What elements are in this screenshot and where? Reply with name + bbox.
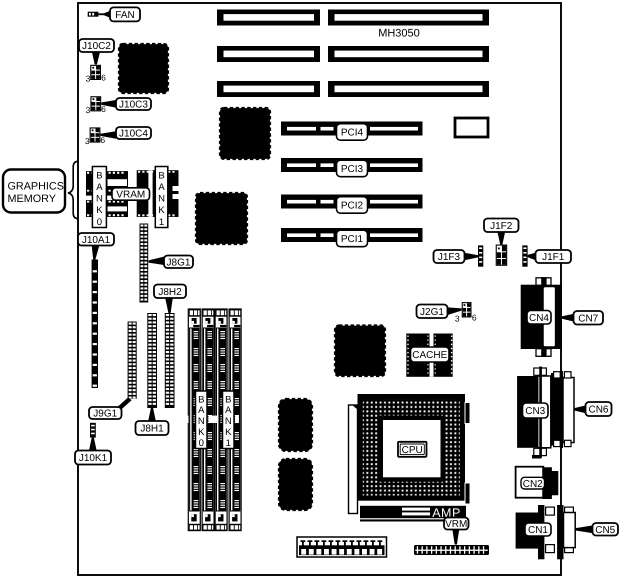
- svg-text:PCI2: PCI2: [341, 201, 364, 212]
- svg-text:CPU: CPU: [402, 445, 423, 456]
- svg-text:CN2: CN2: [523, 479, 543, 490]
- svg-text:3: 3: [85, 136, 90, 146]
- svg-text:A: A: [158, 182, 165, 193]
- svg-text:J1F2: J1F2: [490, 221, 513, 232]
- svg-text:J8H2: J8H2: [158, 287, 182, 298]
- svg-text:K: K: [225, 427, 232, 438]
- svg-text:6: 6: [100, 135, 105, 145]
- svg-text:3: 3: [455, 314, 460, 324]
- svg-text:PCI4: PCI4: [341, 128, 364, 139]
- svg-text:0: 0: [199, 438, 204, 449]
- svg-text:J2G1: J2G1: [420, 307, 444, 318]
- svg-text:K: K: [96, 205, 103, 216]
- svg-text:J10A1: J10A1: [82, 235, 111, 246]
- svg-text:K: K: [198, 427, 205, 438]
- svg-text:N: N: [225, 416, 232, 427]
- svg-text:FAN: FAN: [115, 10, 134, 21]
- svg-text:J10K1: J10K1: [79, 453, 108, 464]
- svg-text:K: K: [158, 205, 165, 216]
- svg-text:CN7: CN7: [578, 313, 598, 324]
- svg-text:PCI1: PCI1: [341, 234, 364, 245]
- svg-text:J9G1: J9G1: [93, 409, 117, 420]
- svg-text:MEMORY: MEMORY: [8, 193, 56, 205]
- svg-text:VRAM: VRAM: [116, 190, 145, 201]
- svg-text:VRM: VRM: [445, 519, 467, 530]
- svg-text:N: N: [96, 194, 103, 205]
- svg-text:J8H1: J8H1: [140, 424, 164, 435]
- svg-text:6: 6: [101, 104, 106, 114]
- svg-text:1: 1: [159, 217, 164, 228]
- svg-text:B: B: [158, 170, 164, 181]
- svg-text:6: 6: [101, 73, 106, 83]
- svg-text:J10C3: J10C3: [119, 100, 148, 111]
- svg-text:A: A: [225, 405, 232, 416]
- svg-text:3: 3: [86, 105, 91, 115]
- svg-text:GRAPHICS: GRAPHICS: [8, 180, 64, 192]
- svg-text:N: N: [198, 416, 205, 427]
- svg-text:B: B: [198, 394, 204, 405]
- svg-text:CN4: CN4: [529, 313, 549, 324]
- svg-text:J8G1: J8G1: [167, 257, 191, 268]
- svg-text:J10C2: J10C2: [82, 41, 111, 52]
- svg-text:AMP: AMP: [432, 506, 461, 520]
- svg-text:N: N: [158, 194, 165, 205]
- svg-text:6: 6: [472, 313, 477, 323]
- svg-text:J1F3: J1F3: [438, 252, 461, 263]
- svg-text:0: 0: [97, 217, 102, 228]
- svg-text:J10C4: J10C4: [119, 129, 148, 140]
- svg-text:A: A: [198, 405, 205, 416]
- svg-text:CN6: CN6: [588, 405, 608, 416]
- svg-text:PCI3: PCI3: [341, 164, 364, 175]
- svg-text:CN3: CN3: [525, 406, 545, 417]
- svg-text:B: B: [225, 394, 231, 405]
- svg-text:A: A: [96, 182, 103, 193]
- svg-text:J1F1: J1F1: [542, 252, 565, 263]
- svg-text:CN1: CN1: [528, 525, 548, 536]
- svg-text:1: 1: [226, 438, 231, 449]
- svg-text:CN5: CN5: [595, 525, 615, 536]
- svg-text:CACHE: CACHE: [412, 350, 447, 361]
- svg-text:3: 3: [86, 74, 91, 84]
- svg-text:MH3050: MH3050: [378, 28, 420, 40]
- svg-text:B: B: [96, 170, 102, 181]
